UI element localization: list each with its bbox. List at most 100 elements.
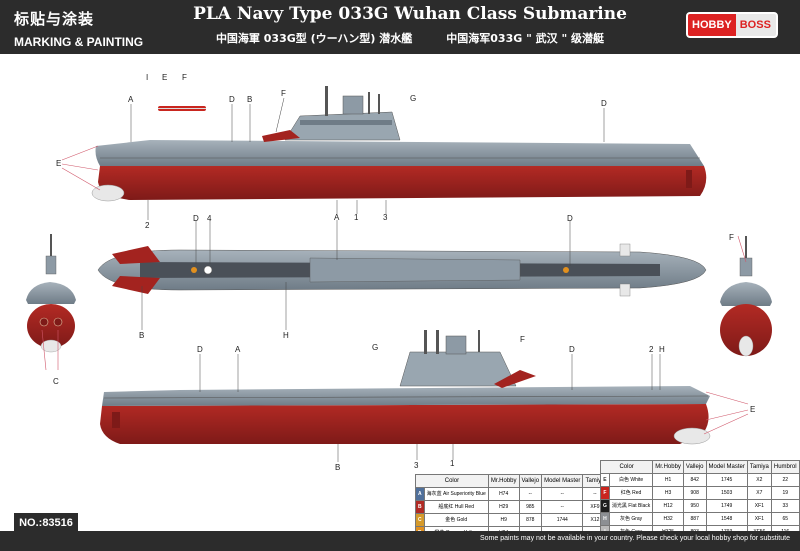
tamiya-code: X2: [746, 473, 772, 487]
vallejo-code: 878: [518, 513, 543, 527]
modelmaster-code: 1745: [705, 473, 748, 487]
hobbyboss-logo: HOBBY BOSS: [686, 12, 778, 38]
color-code: G: [600, 499, 610, 513]
torpedo-detail: [158, 106, 206, 111]
label-E-low: E: [750, 405, 755, 414]
label-2-top: 2: [145, 221, 150, 230]
label-G-top: G: [410, 94, 416, 103]
left-header-3: Model Master: [541, 474, 584, 488]
left-header-1: Mr.Hobby: [487, 474, 520, 488]
side-view-port: [100, 330, 711, 445]
color-name: 金色 Gold: [423, 513, 489, 527]
label-A-mid: A: [334, 213, 340, 222]
part-labels: I E F A D B F G D E 2 A 1 3 D 4 D F B H …: [53, 73, 755, 472]
modelmaster-code: 1548: [705, 512, 748, 526]
mrhobby-code: H29: [487, 500, 520, 514]
label-H-plan: H: [283, 331, 289, 340]
color-code: F: [600, 486, 610, 500]
label-1-top: 1: [354, 213, 359, 222]
logo-boss: BOSS: [739, 19, 771, 31]
humbrol-code: 33: [770, 499, 800, 513]
title-jp: 中国海軍 033G型 (ウーハン型) 潜水艦: [215, 32, 413, 45]
vallejo-code: 908: [682, 486, 707, 500]
bow-front-view: [26, 234, 76, 353]
label-D-stern: D: [601, 99, 607, 108]
color-name: 海灰蓝 Air Superiority Blue: [423, 487, 489, 501]
side-view-starboard: [91, 86, 707, 202]
color-name: 船底红 Hull Red: [423, 500, 489, 514]
right-header-0: Color: [599, 460, 654, 474]
tamiya-code: XF1: [746, 512, 772, 526]
vallejo-code: 887: [682, 512, 707, 526]
mrhobby-code: H12: [652, 499, 684, 513]
right-header-2: Vallejo: [682, 460, 707, 474]
color-code: E: [600, 473, 610, 487]
kit-number: NO.:83516: [14, 513, 78, 533]
color-code: A: [415, 487, 425, 501]
title-cn: 中国海军033G " 武汉 " 级潜艇: [446, 32, 605, 45]
mrhobby-code: H9: [487, 513, 520, 527]
tamiya-code: X7: [746, 486, 772, 500]
left-header-0: Color: [415, 474, 489, 488]
color-code: C: [415, 513, 425, 527]
label-stems: [130, 97, 661, 462]
vallejo-code: 950: [682, 499, 707, 513]
marking-title-zh: 标贴与涂装: [14, 10, 95, 28]
vallejo-code: 985: [518, 500, 543, 514]
mrhobby-code: H32: [652, 512, 684, 526]
mrhobby-code: H1: [652, 473, 684, 487]
label-H-low: H: [659, 345, 665, 354]
color-name: 消光黑 Flat Black: [608, 499, 654, 513]
right-header-5: Humbrol: [770, 460, 800, 474]
page-title: PLA Navy Type 033G Wuhan Class Submarine: [193, 4, 627, 24]
right-header-1: Mr.Hobby: [652, 460, 684, 474]
subtitle-row: 中国海軍 033G型 (ウーハン型) 潜水艦 中国海军033G " 武汉 " 级…: [150, 30, 670, 46]
label-B-plan: B: [139, 331, 144, 340]
label-D-plan: D: [193, 214, 199, 223]
modelmaster-code: --: [541, 500, 584, 514]
label-D-low-stern: D: [569, 345, 575, 354]
stern-rear-view: [720, 236, 772, 357]
label-B-low: B: [335, 463, 340, 472]
label-F-rear: F: [729, 233, 734, 242]
marking-block: 标贴与涂装 MARKING & PAINTING: [14, 8, 143, 49]
submarine-drawings: I E F A D B F G D E 2 A 1 3 D 4 D F B H …: [26, 73, 772, 472]
modelmaster-code: 1744: [541, 513, 584, 527]
label-B-top: B: [247, 95, 252, 104]
color-name: 白色 White: [608, 473, 654, 487]
label-2-low: 2: [649, 345, 654, 354]
modelmaster-code: 1749: [705, 499, 748, 513]
vallejo-code: --: [518, 487, 543, 501]
label-D-top: D: [229, 95, 235, 104]
humbrol-code: 22: [770, 473, 800, 487]
mrhobby-code: H74: [487, 487, 520, 501]
label-F-torpedo: F: [182, 73, 187, 82]
label-D-plan-stern: D: [567, 214, 573, 223]
label-E-torpedo: E: [162, 73, 167, 82]
logo-hobby: HOBBY: [688, 14, 736, 36]
footer-bar: Some paints may not be available in your…: [0, 531, 800, 551]
paint-availability-note: Some paints may not be available in your…: [480, 535, 790, 542]
tamiya-code: XF1: [746, 499, 772, 513]
title-block: PLA Navy Type 033G Wuhan Class Submarine…: [150, 4, 670, 46]
color-name: 红色 Red: [608, 486, 654, 500]
left-header-2: Vallejo: [518, 474, 543, 488]
header-bar: 标贴与涂装 MARKING & PAINTING PLA Navy Type 0…: [0, 0, 800, 54]
right-header-4: Tamiya: [746, 460, 772, 474]
label-D-low: D: [197, 345, 203, 354]
mrhobby-code: H3: [652, 486, 684, 500]
humbrol-code: 65: [770, 512, 800, 526]
right-header-3: Model Master: [705, 460, 748, 474]
label-A-low: A: [235, 345, 241, 354]
top-view: [97, 243, 707, 297]
leader-lines: [41, 145, 749, 435]
label-A-top: A: [128, 95, 134, 104]
label-G-low: G: [372, 343, 378, 352]
label-3-low: 3: [414, 461, 419, 470]
color-name: 灰色 Gray: [608, 512, 654, 526]
color-code: B: [415, 500, 425, 514]
label-E-bow: E: [56, 159, 61, 168]
